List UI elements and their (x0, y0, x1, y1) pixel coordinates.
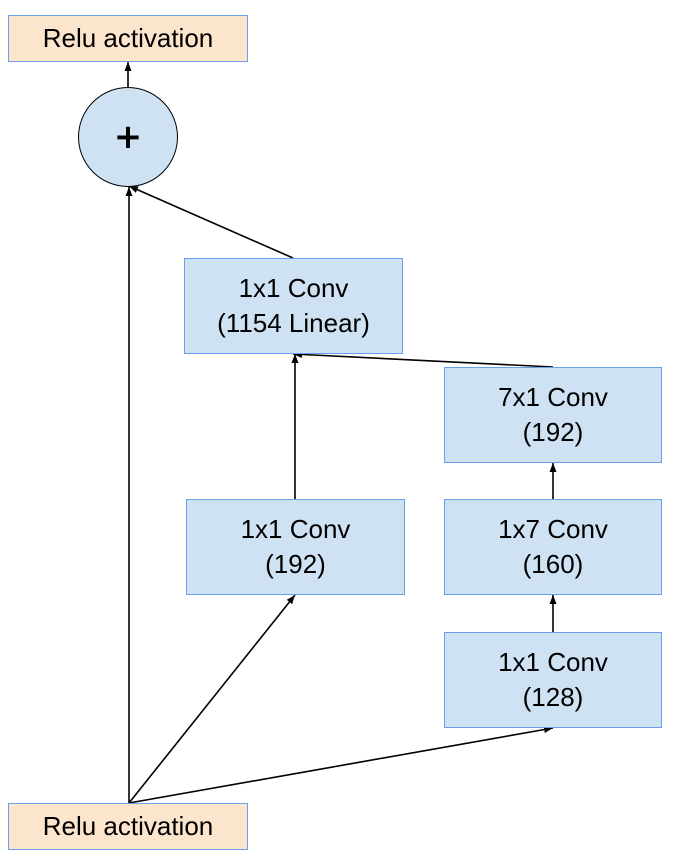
edge-relu-bottom-to-conv-1x1-192 (128, 594, 296, 804)
conv-1x1-128-filters: (128) (522, 682, 584, 712)
conv-1x1-192: 1x1 Conv (192) (186, 499, 405, 595)
relu-activation-input-label: Relu activation (42, 811, 214, 841)
conv-1x7-filters: (160) (522, 549, 584, 579)
conv-1x1-128-title: 1x1 Conv (498, 647, 608, 677)
conv-1x1-192-filters: (192) (265, 549, 326, 579)
conv-1x1-1154-filters: (1154 Linear) (217, 308, 370, 338)
conv-1x1-192-title: 1x1 Conv (240, 514, 351, 544)
relu-activation-output-label: Relu activation (42, 23, 214, 53)
edge-relu-bottom-to-conv-1x1-128 (128, 726, 554, 804)
conv-1x1-1154-title: 1x1 Conv (238, 273, 349, 303)
edge-conv-7x1-to-conv-1154 (292, 350, 554, 368)
plus-icon: + (113, 117, 143, 157)
conv-7x1-title: 7x1 Conv (498, 382, 608, 412)
conv-1x1-1154-linear: 1x1 Conv (1154 Linear) (184, 258, 403, 354)
elementwise-add-node: + (78, 87, 178, 187)
edge-conv-1154-to-add (128, 185, 294, 259)
conv-7x1-192: 7x1 Conv (192) (444, 367, 662, 463)
conv-7x1-filters: (192) (522, 417, 584, 447)
conv-1x7-160: 1x7 Conv (160) (444, 499, 662, 595)
conv-1x7-title: 1x7 Conv (498, 514, 608, 544)
conv-1x1-128: 1x1 Conv (128) (444, 632, 662, 728)
relu-activation-output: Relu activation (8, 15, 248, 62)
relu-activation-input: Relu activation (8, 803, 248, 850)
